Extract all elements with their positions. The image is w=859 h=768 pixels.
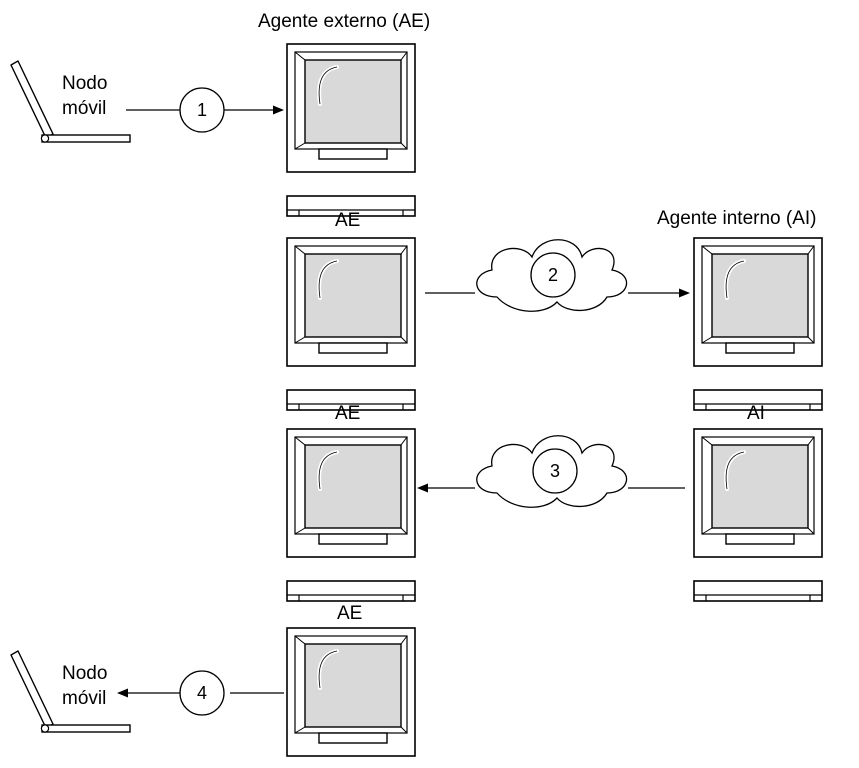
step-circle-3 <box>532 448 578 494</box>
label-nodo-2: Nodo <box>62 663 108 684</box>
step-circle-2 <box>530 252 576 298</box>
label-agente-externo-top: Agente externo (AE) <box>258 11 431 32</box>
monitor-icon-ae-row3 <box>285 427 417 603</box>
label-ae-row3: AE <box>335 403 361 424</box>
step-label-3: 3 <box>550 461 560 481</box>
label-nodo-1: Nodo <box>62 73 108 94</box>
arrow-head-3 <box>417 483 428 493</box>
arrow-head-1 <box>273 105 284 115</box>
label-agente-interno: Agente interno (AI) <box>657 208 817 229</box>
step-label-4: 4 <box>197 683 207 703</box>
label-movil-2: móvil <box>62 688 107 709</box>
monitor-icon-ae-row4 <box>285 626 417 768</box>
step-label-1: 1 <box>197 100 207 120</box>
arrow-head-4 <box>117 688 128 698</box>
monitor-icon-ae-top <box>285 42 417 218</box>
step-label-2: 2 <box>548 265 558 285</box>
monitor-icon-ae-row2 <box>285 236 417 412</box>
arrow-head-2 <box>679 288 690 298</box>
monitor-icon-ai-row3 <box>692 427 824 603</box>
label-ae-row4: AE <box>337 603 363 624</box>
label-ai-row3: AI <box>747 403 765 424</box>
monitor-icon-ai-row2 <box>692 236 824 412</box>
label-ae-row2: AE <box>335 210 361 231</box>
label-movil-1: móvil <box>62 98 107 119</box>
